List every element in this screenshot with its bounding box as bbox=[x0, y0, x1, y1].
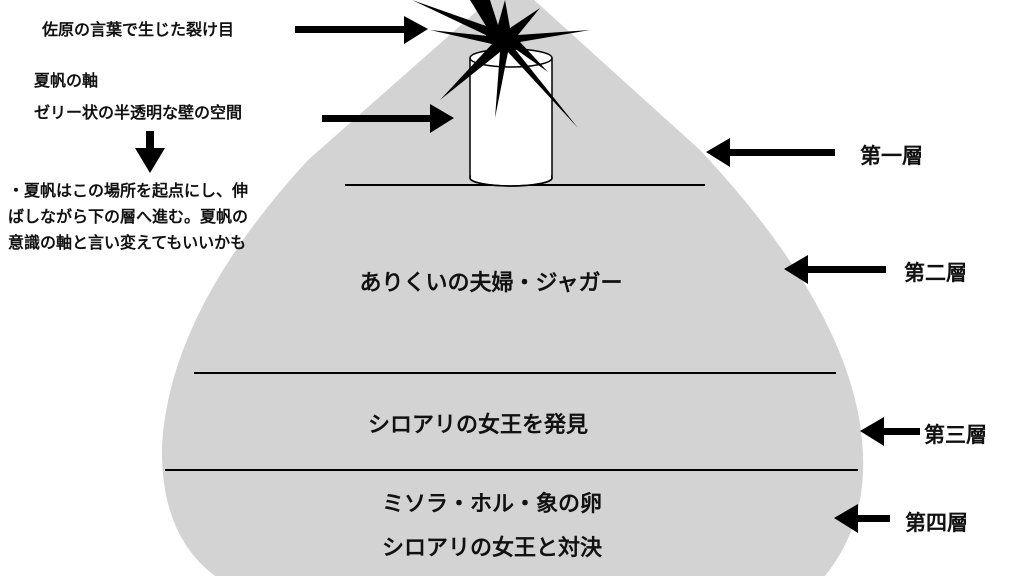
cone-shape bbox=[161, 0, 864, 576]
note-line-2: ばしながら下の層へ進む。夏帆の bbox=[8, 207, 249, 226]
arrow-down bbox=[135, 131, 165, 173]
note-line-1: ・夏帆はこの場所を起点にし、伸 bbox=[8, 181, 249, 200]
arrow-layer-2 bbox=[784, 255, 886, 284]
layer-4-label: 第四層 bbox=[905, 511, 968, 535]
crack-burst bbox=[412, 0, 590, 128]
arrow-layer-3 bbox=[860, 417, 920, 446]
arrow-layer-1 bbox=[706, 138, 835, 167]
arrow-crack bbox=[295, 16, 428, 44]
crack-annotation: 佐原の言葉で生じた裂け目 bbox=[42, 20, 235, 39]
arrow-layer-4 bbox=[834, 504, 890, 533]
layer-3-label: 第三層 bbox=[924, 423, 987, 447]
arrow-cylinder bbox=[322, 104, 454, 133]
axis-cylinder bbox=[469, 48, 553, 187]
layer-1-label: 第一層 bbox=[860, 144, 923, 168]
jelly-space-annotation: ゼリー状の半透明な壁の空間 bbox=[34, 103, 243, 122]
layer-4-content-2: シロアリの女王と対決 bbox=[381, 536, 603, 561]
note-line-3: 意識の軸と言い変えてもいいかも bbox=[8, 233, 247, 252]
layer-2-content: ありくいの夫婦・ジャガー bbox=[359, 271, 623, 296]
layer-2-label: 第二層 bbox=[904, 261, 967, 285]
axis-title: 夏帆の軸 bbox=[34, 71, 99, 90]
layer-3-content: シロアリの女王を発見 bbox=[367, 413, 589, 438]
layer-4-content-1: ミソラ・ホル・象の卵 bbox=[381, 492, 603, 517]
